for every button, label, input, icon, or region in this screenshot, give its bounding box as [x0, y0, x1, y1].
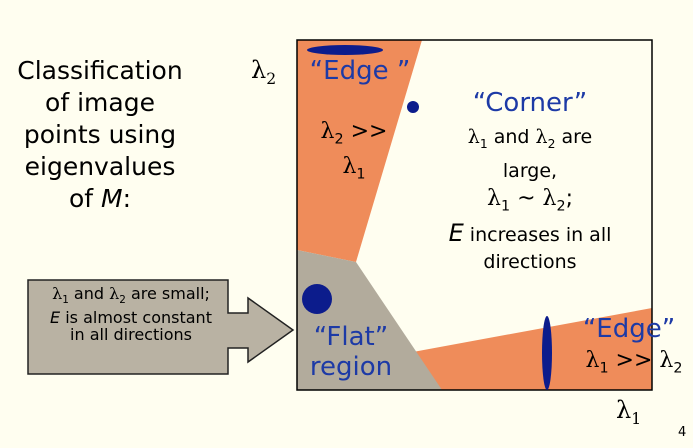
edge-region-top	[297, 40, 422, 262]
edge-top-label: “Edge ”	[309, 56, 411, 86]
note-line-2: E is almost constant	[50, 308, 212, 328]
page-number: 4	[678, 425, 687, 440]
note-line-3: in all directions	[70, 325, 192, 345]
flat-region	[297, 250, 442, 390]
flat-large-circle	[302, 284, 332, 314]
title-matrix-symbol: M	[101, 184, 123, 213]
flat-region-label: “Flat” region	[309, 322, 393, 382]
corner-desc-line-5: directions	[483, 251, 577, 274]
corner-desc-line-3: λ1 ~ λ2;	[487, 185, 573, 215]
corner-desc-line-2: large,	[502, 159, 558, 182]
edge-horizontal-ellipse	[307, 45, 383, 55]
edge-vertical-ellipse	[542, 316, 552, 390]
corner-desc-line-4: E increases in all	[448, 219, 612, 248]
slide-title: Classification of image points using eig…	[0, 55, 200, 215]
corner-small-circle	[407, 101, 419, 113]
corner-desc-line-1: λ1 and λ2 are	[467, 126, 593, 151]
title-line-1: Classification	[17, 56, 183, 85]
edge-right-label: “Edge”	[582, 314, 676, 344]
x-axis-label: λ1	[616, 396, 642, 428]
title-line-3: points using	[23, 120, 177, 149]
corner-label: “Corner”	[472, 88, 588, 118]
note-line-1: λ1 and λ2 are small;	[52, 284, 210, 307]
edge-top-condition: λ2 >> λ1	[320, 119, 388, 183]
edge-right-condition: λ1 >> λ2	[585, 348, 683, 377]
plot-frame	[296, 39, 653, 391]
y-axis-label: λ2	[251, 56, 277, 88]
edge-region-right	[402, 308, 652, 390]
title-line-4: eigenvalues	[24, 152, 176, 181]
title-line-2: of image	[45, 88, 155, 117]
flat-note: λ1 and λ2 are small; E is almost constan…	[33, 285, 229, 343]
title-line-5: of M:	[68, 184, 132, 213]
note-arrow-box	[27, 279, 295, 375]
corner-description: λ1 and λ2 are large, λ1 ~ λ2; E increase…	[425, 124, 635, 276]
